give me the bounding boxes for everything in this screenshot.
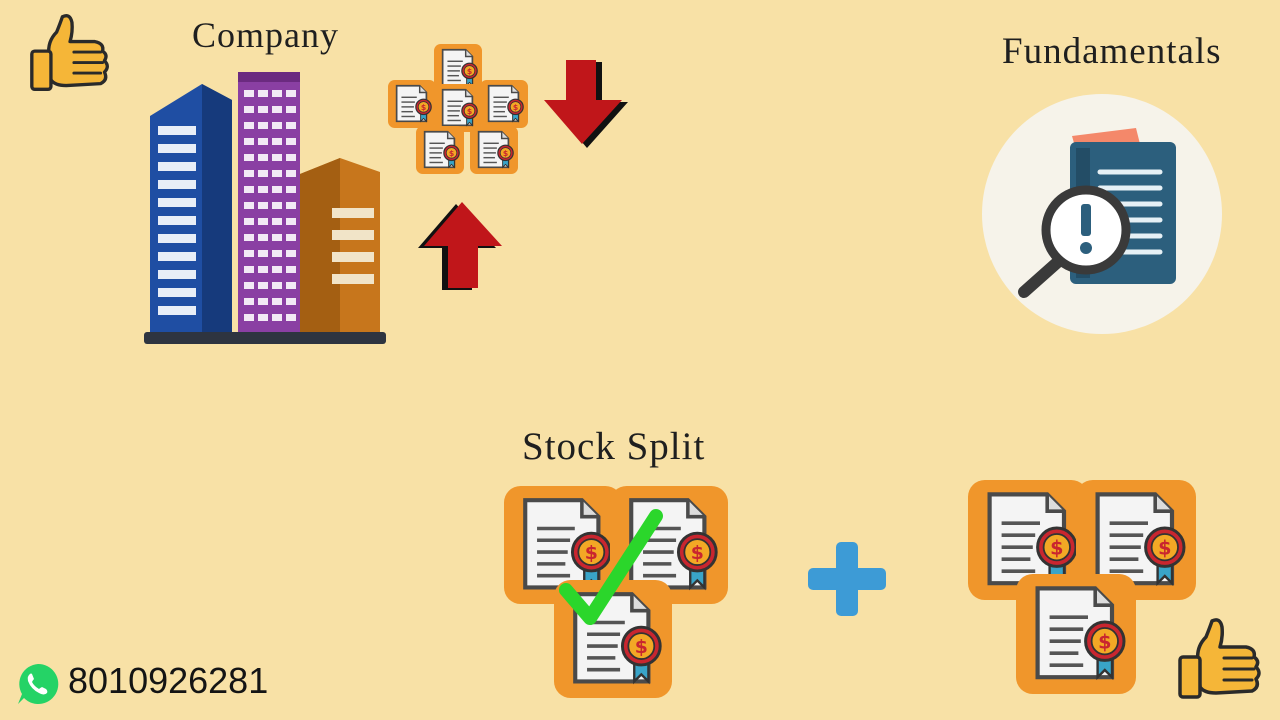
thumbs-up-icon [30, 13, 109, 92]
arrow-up-icon [418, 202, 502, 290]
thumbs-up-icon [1178, 618, 1261, 699]
phone-number: 8010926281 [68, 660, 269, 701]
arrow-down-icon [544, 60, 628, 148]
magnifier-document-icon [982, 94, 1222, 334]
share-certificate-icon [964, 478, 1200, 700]
buildings-icon [144, 72, 386, 344]
company-label: Company [192, 15, 339, 55]
whatsapp-icon [18, 663, 59, 704]
checkmark-icon [559, 509, 663, 625]
plus-icon [808, 542, 886, 616]
share-certificate-icon [387, 43, 529, 175]
stock-split-label: Stock Split [522, 425, 706, 468]
fundamentals-label: Fundamentals [1002, 31, 1222, 72]
